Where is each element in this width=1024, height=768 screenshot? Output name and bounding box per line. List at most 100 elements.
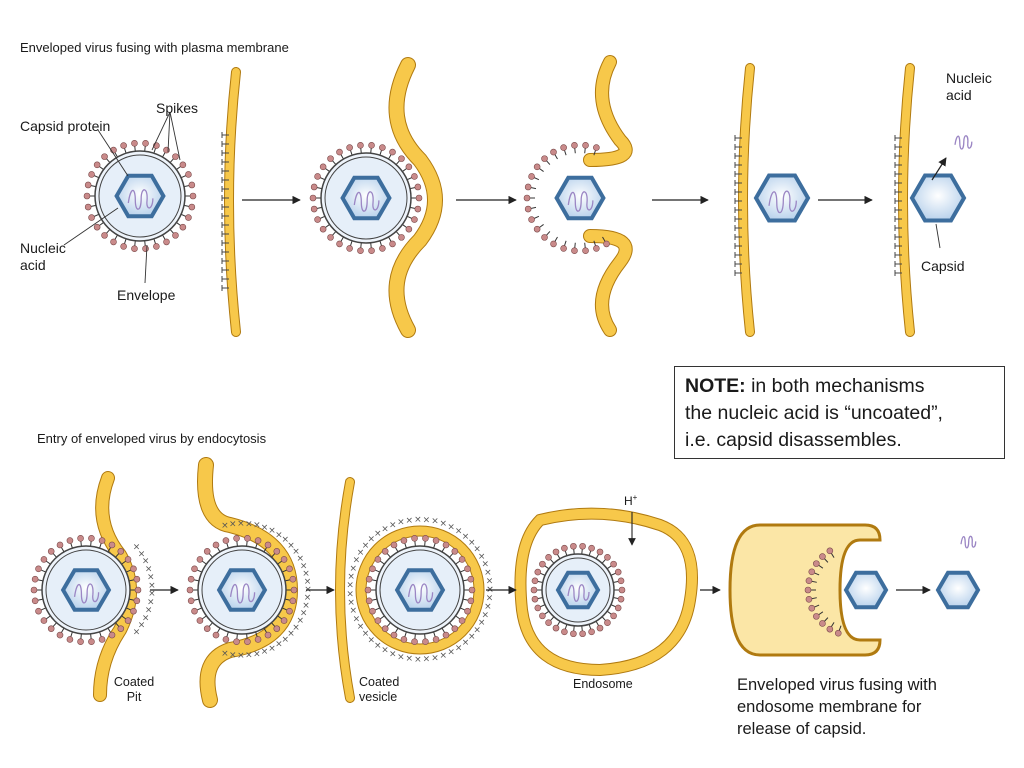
spike-knob (93, 223, 101, 231)
spike-knob (191, 565, 198, 573)
capsid-hexagon (216, 568, 268, 612)
spike-knob (264, 541, 272, 549)
receptor (734, 171, 742, 177)
caption-line1: Enveloped virus fusing with (737, 676, 937, 694)
spike-knob (336, 240, 343, 248)
clathrin-unit: × (468, 632, 476, 642)
spike-knob (617, 577, 625, 585)
label-nucleic-acid-line1: Nucleic (20, 240, 66, 256)
receptor (221, 213, 229, 219)
spike-knob (101, 153, 108, 160)
leader-capsid (935, 223, 941, 249)
spike-knob (533, 225, 541, 233)
spike-knob (805, 577, 813, 584)
spike-knob (617, 595, 625, 603)
label-h-plus-symbol: H (624, 494, 633, 508)
spike-knob (191, 607, 198, 615)
capsid-hexagon (843, 570, 889, 610)
receptor (734, 135, 742, 141)
spike-knob (579, 630, 586, 638)
clathrin-unit: × (414, 515, 422, 525)
capsid-top-2 (340, 175, 392, 221)
spike-knob (539, 560, 546, 568)
spike-knob (610, 612, 617, 620)
spike-knob (610, 560, 617, 568)
spike-knob (185, 214, 192, 221)
spike-knob (203, 625, 211, 632)
receptor (734, 270, 742, 276)
capsid-bot-2 (216, 568, 268, 612)
receptor (221, 285, 229, 291)
spike-knob (188, 181, 196, 189)
receptor (221, 141, 229, 147)
clathrin-unit: × (261, 647, 269, 657)
capsid-top-1 (114, 173, 166, 219)
spike-knob (35, 607, 42, 615)
capsid-bot-4 (555, 570, 601, 610)
spike-knob (130, 607, 137, 615)
spike-knob (163, 238, 170, 246)
receptor (894, 216, 902, 222)
receptor (734, 234, 742, 240)
receptor (221, 222, 229, 228)
spike-knob (186, 586, 194, 594)
clathrin-unit: × (275, 530, 283, 540)
spike-knob (414, 205, 422, 213)
spike-knob (365, 575, 373, 583)
spike-knob (203, 548, 211, 555)
leader-spike-1 (151, 111, 171, 151)
clathrin-unit: × (292, 623, 300, 633)
spike-knob (364, 586, 372, 594)
spike-knob (400, 636, 408, 643)
spike-knob (131, 245, 138, 253)
spike-knob (30, 586, 38, 594)
spike-knob (108, 631, 116, 639)
clathrin-unit: × (381, 524, 389, 534)
clathrin-unit: × (346, 589, 354, 599)
spike-knob (593, 245, 600, 252)
clathrin-unit: × (221, 649, 229, 659)
clathrin-unit: × (414, 655, 422, 665)
capsid-top-3 (554, 175, 606, 221)
receptor (221, 150, 229, 156)
spike-knob (84, 181, 92, 189)
receptor (734, 207, 742, 213)
spike-knob (826, 625, 834, 633)
spike-knob (98, 537, 106, 544)
clathrin-unit: × (357, 548, 365, 558)
capsid-hexagon (909, 173, 967, 223)
spike-knob (319, 225, 327, 233)
spike-knob (188, 203, 196, 211)
spike-knob (458, 556, 466, 563)
spike-knob (309, 194, 317, 202)
receptor (894, 261, 902, 267)
spike-knob (134, 586, 142, 594)
receptor (221, 159, 229, 165)
clathrin-unit: × (148, 589, 156, 599)
spike-knob (579, 542, 586, 550)
clathrin-unit: × (455, 527, 463, 537)
receptor (221, 186, 229, 192)
membrane-body (336, 478, 354, 702)
spike-knob (432, 537, 440, 544)
clathrin-unit: × (389, 521, 397, 531)
receptor (734, 225, 742, 231)
membrane-body (584, 56, 632, 166)
clathrin-unit: × (486, 576, 494, 586)
spike-knob (369, 565, 376, 573)
receptor (221, 177, 229, 183)
spike-knob (539, 612, 546, 620)
virion-top-1 (83, 139, 197, 253)
clathrin-unit: × (253, 521, 261, 531)
clathrin-unit: × (397, 518, 405, 528)
spike-knob (369, 607, 376, 615)
virion-bot-4 (530, 542, 626, 638)
receptor (221, 168, 229, 174)
title-fusion: Enveloped virus fusing with plasma membr… (20, 40, 289, 55)
clathrin-unit: × (138, 549, 146, 559)
spike-knob (40, 556, 48, 563)
spike-knob (222, 537, 230, 544)
spike-knob (805, 596, 813, 603)
spike-knob (422, 638, 429, 646)
spike-knob (264, 631, 272, 639)
